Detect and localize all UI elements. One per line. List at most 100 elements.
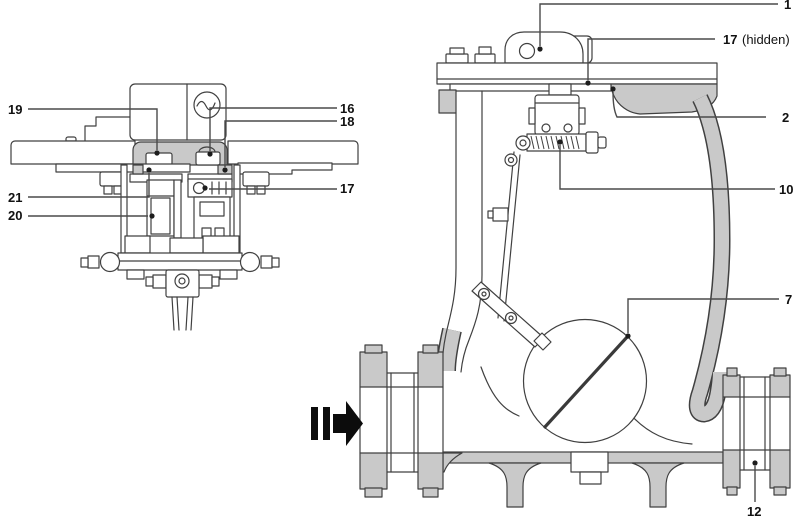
leader-dot-16 xyxy=(207,151,213,157)
cross-section-view xyxy=(359,31,791,508)
cover-bolt xyxy=(445,53,469,64)
leader-7 xyxy=(627,298,779,333)
lug-hole xyxy=(518,42,536,60)
leader-dot-20 xyxy=(149,213,155,219)
ball-end-left xyxy=(99,251,121,273)
flange-rim xyxy=(773,367,787,377)
toggle-pivot xyxy=(515,135,531,151)
flange-rim xyxy=(422,344,439,354)
leader-dot-7 xyxy=(625,333,631,339)
leader-10 xyxy=(559,145,775,190)
shaft-nut-left xyxy=(87,255,100,269)
bar-tab xyxy=(65,136,77,142)
body-inlet-flange-bottom xyxy=(417,452,444,490)
cotter-pin-hole xyxy=(193,91,221,119)
drain-plug xyxy=(579,471,602,485)
body-outlet-flange-top xyxy=(722,374,741,398)
shaft-block-left xyxy=(124,235,151,254)
bracket-screw-center xyxy=(508,315,514,321)
body-left-wall-top-section xyxy=(438,89,457,114)
bracket-screw-center xyxy=(481,291,487,297)
guide-rib-left xyxy=(480,366,520,417)
leader-dot-19 xyxy=(154,150,160,156)
callout-label-10: 10 xyxy=(779,182,793,197)
callout-label-12: 12 xyxy=(747,504,761,518)
leader-dot-17-left xyxy=(202,185,208,191)
mounting-bar-left xyxy=(10,140,136,165)
mounting-bar-right xyxy=(227,140,359,165)
clevis-prongs xyxy=(171,296,194,331)
leader-18 xyxy=(224,120,337,167)
float-linkage xyxy=(471,151,552,351)
body-inlet-flange-top xyxy=(417,351,444,388)
spring-coils xyxy=(530,135,580,150)
pilot-tab xyxy=(528,107,536,125)
callout-label-21: 21 xyxy=(8,190,22,205)
clip-screw xyxy=(487,210,494,219)
flange-rim xyxy=(364,344,383,354)
spring-cap xyxy=(585,131,599,154)
gland-right xyxy=(195,151,221,166)
shaft-cap-left xyxy=(80,257,89,268)
retaining-clip xyxy=(492,207,509,222)
callout-label-17-left: 17 xyxy=(340,181,354,196)
lock-nut-right xyxy=(219,269,238,280)
companion-flange-top xyxy=(359,351,388,388)
clevis-nut-right xyxy=(198,274,213,289)
pilot-hole xyxy=(563,123,573,133)
inlet-flange-joint xyxy=(359,344,444,498)
gland-left xyxy=(145,152,173,166)
toggle-pivot-lower-center xyxy=(507,156,515,164)
cover-bolt xyxy=(474,53,496,64)
cover-plate xyxy=(436,62,718,85)
leader-17-hidden xyxy=(587,38,715,80)
pilot-valve-assembly xyxy=(504,83,607,167)
callout-label-19: 19 xyxy=(8,102,22,117)
inlet-invert-section xyxy=(442,452,463,473)
bracket-screw xyxy=(504,311,518,325)
inlet-spool xyxy=(386,372,419,473)
leader-1 xyxy=(539,3,778,46)
leader-dot-17-hidden xyxy=(585,80,591,86)
companion-flange-bottom xyxy=(359,452,388,490)
flange-bolt-right xyxy=(242,171,270,195)
outlet-companion-flange-top xyxy=(769,374,791,398)
leader-19 xyxy=(28,108,158,150)
clevis-cap-right xyxy=(211,276,220,287)
leader-2 xyxy=(612,91,766,118)
body-outlet-flange-bottom xyxy=(722,449,741,489)
leader-dot-21 xyxy=(146,167,152,173)
pilot-hole xyxy=(541,123,551,133)
pilot-tab xyxy=(578,107,586,125)
base-foot xyxy=(488,462,542,508)
callout-label-17-hidden-note: (hidden) xyxy=(742,32,790,47)
clevis-nut-left xyxy=(152,274,167,289)
float-arm-end xyxy=(533,332,552,351)
leader-16 xyxy=(209,107,337,151)
shaft-cap-right xyxy=(271,257,280,268)
flow-direction-arrow xyxy=(311,401,363,446)
outlet-flange-joint xyxy=(722,367,791,496)
callout-label-20: 20 xyxy=(8,208,22,223)
body-left-wall-inner xyxy=(460,90,483,373)
shaft-nut-right xyxy=(260,255,273,269)
body-right-wall-section xyxy=(690,94,730,422)
base-foot xyxy=(631,462,685,508)
flange-rim xyxy=(726,367,738,377)
callout-label-17-hidden: 17 xyxy=(723,32,737,47)
flange-bolt-left xyxy=(99,171,127,195)
leader-dot-18 xyxy=(222,167,228,173)
guide-rib-right xyxy=(629,413,693,445)
column-right-block xyxy=(199,201,225,217)
callout-label-18: 18 xyxy=(340,114,354,129)
step-plate xyxy=(84,116,131,142)
clevis-pin-center xyxy=(178,277,186,285)
flange-rim xyxy=(422,487,439,498)
bracket-screw xyxy=(477,287,491,301)
shaft-block-center xyxy=(169,237,204,254)
callout-label-16: 16 xyxy=(340,101,354,116)
lifting-lug xyxy=(504,31,584,64)
flange-rim xyxy=(364,487,383,498)
flange-rim xyxy=(726,486,738,496)
